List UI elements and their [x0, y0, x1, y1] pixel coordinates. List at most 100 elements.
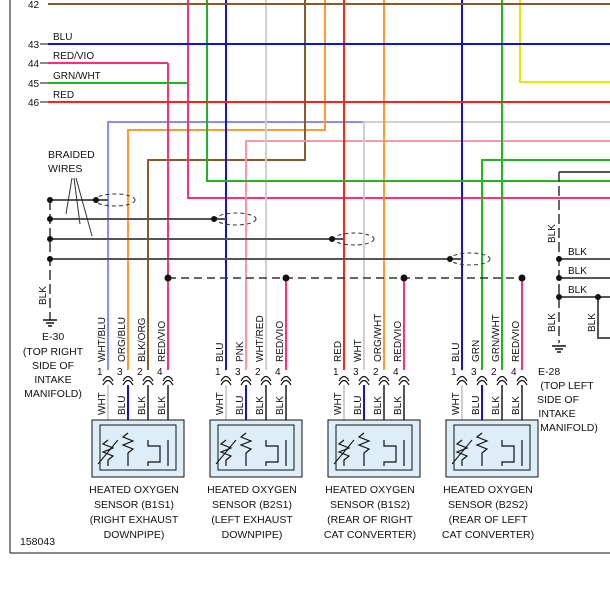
sensor-caption: CAT CONVERTER) [442, 529, 534, 541]
heater-element-icon [501, 440, 515, 466]
pin-number: 4 [393, 367, 399, 378]
wire-label: RED/VIO [157, 321, 168, 362]
connector-pin [496, 379, 508, 386]
wire-label: WHT [353, 339, 364, 362]
pin-number: 2 [373, 367, 379, 378]
pin-number: 2 [255, 367, 261, 378]
bus-wires [48, 3, 610, 103]
heater-resistor-icon [239, 432, 253, 466]
bus-wire-name: RED [53, 90, 74, 101]
sensor-caption: SENSOR (B2S2) [448, 499, 528, 511]
wire-label: ORG/BLU [117, 317, 128, 362]
sensor-caption: (REAR OF RIGHT [327, 514, 413, 526]
connector-pin [516, 375, 528, 382]
variable-resistor-icon [219, 439, 233, 466]
sensor-element [99, 424, 177, 471]
variable-resistor-arrow [333, 439, 355, 465]
ground-left-desc: INTAKE [34, 374, 71, 386]
pin-number: 1 [215, 367, 221, 378]
connector-pin [338, 375, 350, 382]
connector-pin [516, 379, 528, 386]
connector-pin [476, 379, 488, 386]
heater-element-icon [383, 440, 397, 466]
connector-pin [162, 379, 174, 386]
connector-pin [358, 379, 370, 386]
internal-wire-label: WHT [97, 392, 108, 415]
pin-number: 2 [137, 367, 143, 378]
sensor-body [327, 419, 421, 478]
sensor-caption: DOWNPIPE) [222, 529, 283, 541]
variable-resistor-arrow [215, 439, 237, 465]
braided-label-line1: BRAIDED [48, 149, 95, 161]
connector-pin [338, 379, 350, 386]
connector-pin [378, 379, 390, 386]
pin-number: 4 [511, 367, 517, 378]
internal-wire-label: BLU [117, 396, 128, 415]
wire-yellow [519, 0, 610, 83]
junction-dot [211, 216, 217, 222]
connector-pin [102, 379, 114, 386]
ground-left-wire-label: BLK [38, 286, 49, 305]
junction-dot [47, 236, 53, 242]
connector-pin [496, 375, 508, 382]
wire-green-top [206, 0, 610, 182]
variable-resistor-icon [101, 439, 115, 466]
wire-label: RED [333, 341, 344, 362]
ground-e28 [552, 172, 610, 353]
wire-grn-4 [481, 159, 610, 370]
ground-left-desc: MANIFOLD) [24, 388, 82, 400]
internal-wire-label: BLU [471, 396, 482, 415]
vertical-wires [107, 0, 610, 370]
braid-arrow [73, 177, 81, 225]
heater-element-icon [147, 440, 161, 466]
braid-arrow [75, 177, 93, 237]
sensor-element [217, 424, 295, 471]
bus-wire-name: GRN/WHT [53, 71, 101, 82]
wire-wht-3 [363, 121, 610, 370]
internal-wire-label: BLU [353, 396, 364, 415]
sensor-caption: HEATED OXYGEN [207, 484, 297, 496]
connector-pin [122, 375, 134, 382]
wire-label: RED/VIO [275, 321, 286, 362]
sensor-caption: HEATED OXYGEN [443, 484, 533, 496]
wire-label: BLU [451, 343, 462, 362]
ground-right-id: E-28 [538, 366, 560, 378]
junction-dot [47, 216, 53, 222]
pin-number: 4 [275, 367, 281, 378]
pin-number: 2 [491, 367, 497, 378]
ground-right-branch-label: BLK [568, 266, 587, 277]
junction-dot [556, 256, 562, 262]
braid-arrow [65, 177, 73, 215]
internal-wire-label: WHT [215, 392, 226, 415]
ground-right-desc: INTAKE [538, 408, 575, 420]
bus-wire-name: RED/VIO [53, 51, 94, 62]
internal-wire-label: BLK [511, 396, 522, 415]
braided-label-line2: WIRES [48, 163, 82, 175]
pin-number: 3 [235, 367, 241, 378]
internal-wire-label: BLK [157, 396, 168, 415]
junction-dot [556, 294, 562, 300]
ground-right-desc: (TOP LEFT [540, 380, 594, 392]
wire-label: GRN/WHT [491, 314, 502, 362]
heater-resistor-icon [475, 432, 489, 466]
sensor-caption: SENSOR (B2S1) [212, 499, 292, 511]
bus-wire-number: 44 [28, 59, 40, 70]
wire-label: WHT/RED [255, 315, 266, 362]
sensor-caption: HEATED OXYGEN [89, 484, 179, 496]
connector-pin [398, 379, 410, 386]
connector-pin [142, 379, 154, 386]
ground-right-wire-label: BLK [547, 313, 558, 332]
internal-wire-label: BLK [491, 396, 502, 415]
connector-pin [162, 375, 174, 382]
sensor-caption: HEATED OXYGEN [325, 484, 415, 496]
bus-wire-number: 43 [28, 40, 40, 51]
connector-pin [240, 375, 252, 382]
internal-wire-label: WHT [451, 392, 462, 415]
sensor-caption: DOWNPIPE) [104, 529, 165, 541]
pin-number: 3 [471, 367, 477, 378]
internal-wire-label: BLK [137, 396, 148, 415]
